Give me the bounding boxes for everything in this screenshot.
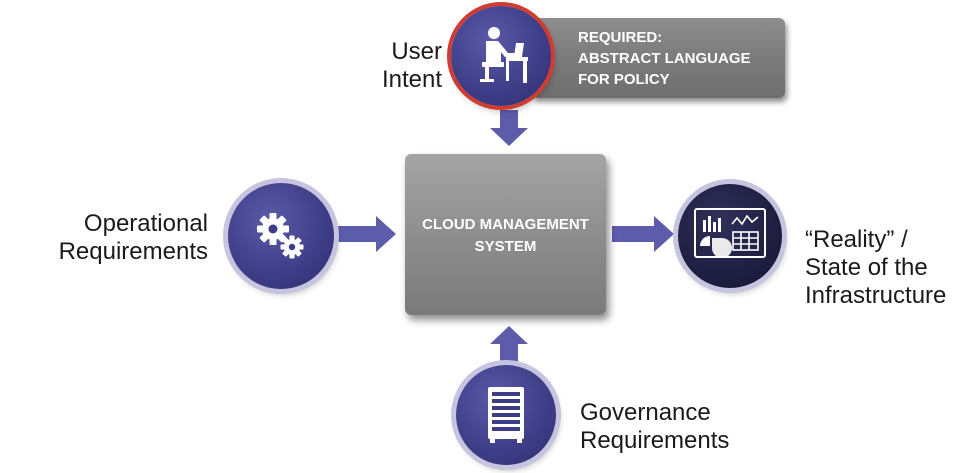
reality-circle — [678, 184, 782, 288]
operational-label: Operational Requirements — [40, 210, 208, 266]
user-intent-circle — [451, 6, 551, 106]
operational-line-1: Operational — [83, 210, 208, 237]
governance-line-2: Requirements — [580, 427, 730, 454]
cloud-management-system-box: CLOUD MANAGEMENT SYSTEM — [405, 154, 606, 315]
core-line-1: CLOUD MANAGEMENT — [422, 216, 589, 233]
operational-line-2: Requirements — [58, 238, 208, 265]
reality-line-1: “Reality” / — [805, 226, 908, 253]
user-intent-line-2: Intent — [381, 66, 442, 93]
governance-label: Governance Requirements — [580, 399, 760, 455]
core-line-2: SYSTEM — [474, 238, 537, 255]
arrow-user-to-core — [490, 110, 528, 146]
arrow-operational-to-core — [336, 216, 396, 252]
reality-label: “Reality” / State of the Infrastructure — [805, 226, 973, 310]
arrow-governance-to-core — [490, 326, 528, 362]
gears-icon — [257, 213, 304, 259]
server-rack-icon — [488, 387, 524, 443]
governance-circle — [456, 365, 556, 465]
operational-circle — [228, 183, 334, 289]
required-line-2: ABSTRACT LANGUAGE — [578, 50, 751, 67]
user-intent-line-1: User — [391, 38, 442, 65]
user-intent-label: User Intent — [374, 38, 442, 94]
governance-line-1: Governance — [580, 399, 711, 426]
required-policy-box: REQUIRED: ABSTRACT LANGUAGE FOR POLICY — [532, 18, 785, 98]
reality-line-2: State of the — [805, 254, 928, 281]
required-line-3: FOR POLICY — [578, 71, 670, 88]
dashboard-icon — [694, 208, 766, 258]
required-line-1: REQUIRED: — [578, 29, 663, 46]
reality-line-3: Infrastructure — [805, 282, 947, 309]
person-at-desk-icon — [480, 27, 528, 83]
arrow-core-to-reality — [612, 216, 674, 252]
